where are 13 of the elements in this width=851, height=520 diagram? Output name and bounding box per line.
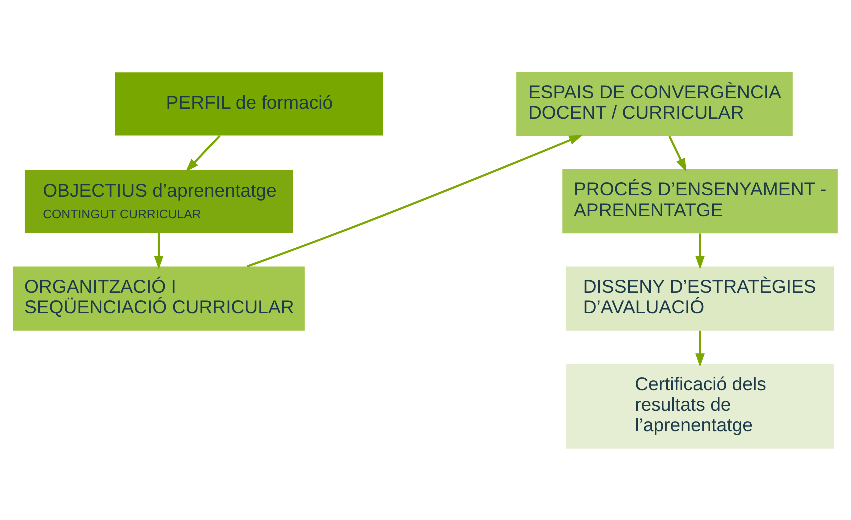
arrow <box>154 232 164 270</box>
node-box: ORGANITZACIÓ I SEQÜENCIACIÓ CURRICULAR <box>13 266 305 330</box>
node-box: ESPAIS DE CONVERGÈNCIA DOCENT / CURRICULAR <box>516 72 793 136</box>
arrow <box>247 134 583 268</box>
node-box: PROCÉS D’ENSENYAMENT - APRENENTATGE <box>562 168 838 234</box>
arrow <box>696 233 705 270</box>
node-box: OBJECTIUS d’aprenentatge CONTINGUT CURRICULAR <box>24 169 294 233</box>
node-box: DISSENY D’ESTRATÈGIES D’AVALUACIÓ <box>566 266 834 330</box>
node-box: PERFIL de formació <box>115 72 384 136</box>
arrow <box>668 135 687 172</box>
arrow <box>696 330 705 367</box>
arrow <box>186 134 221 172</box>
node-box: Certificació dels resultats de l’aprenentatge <box>566 364 834 448</box>
